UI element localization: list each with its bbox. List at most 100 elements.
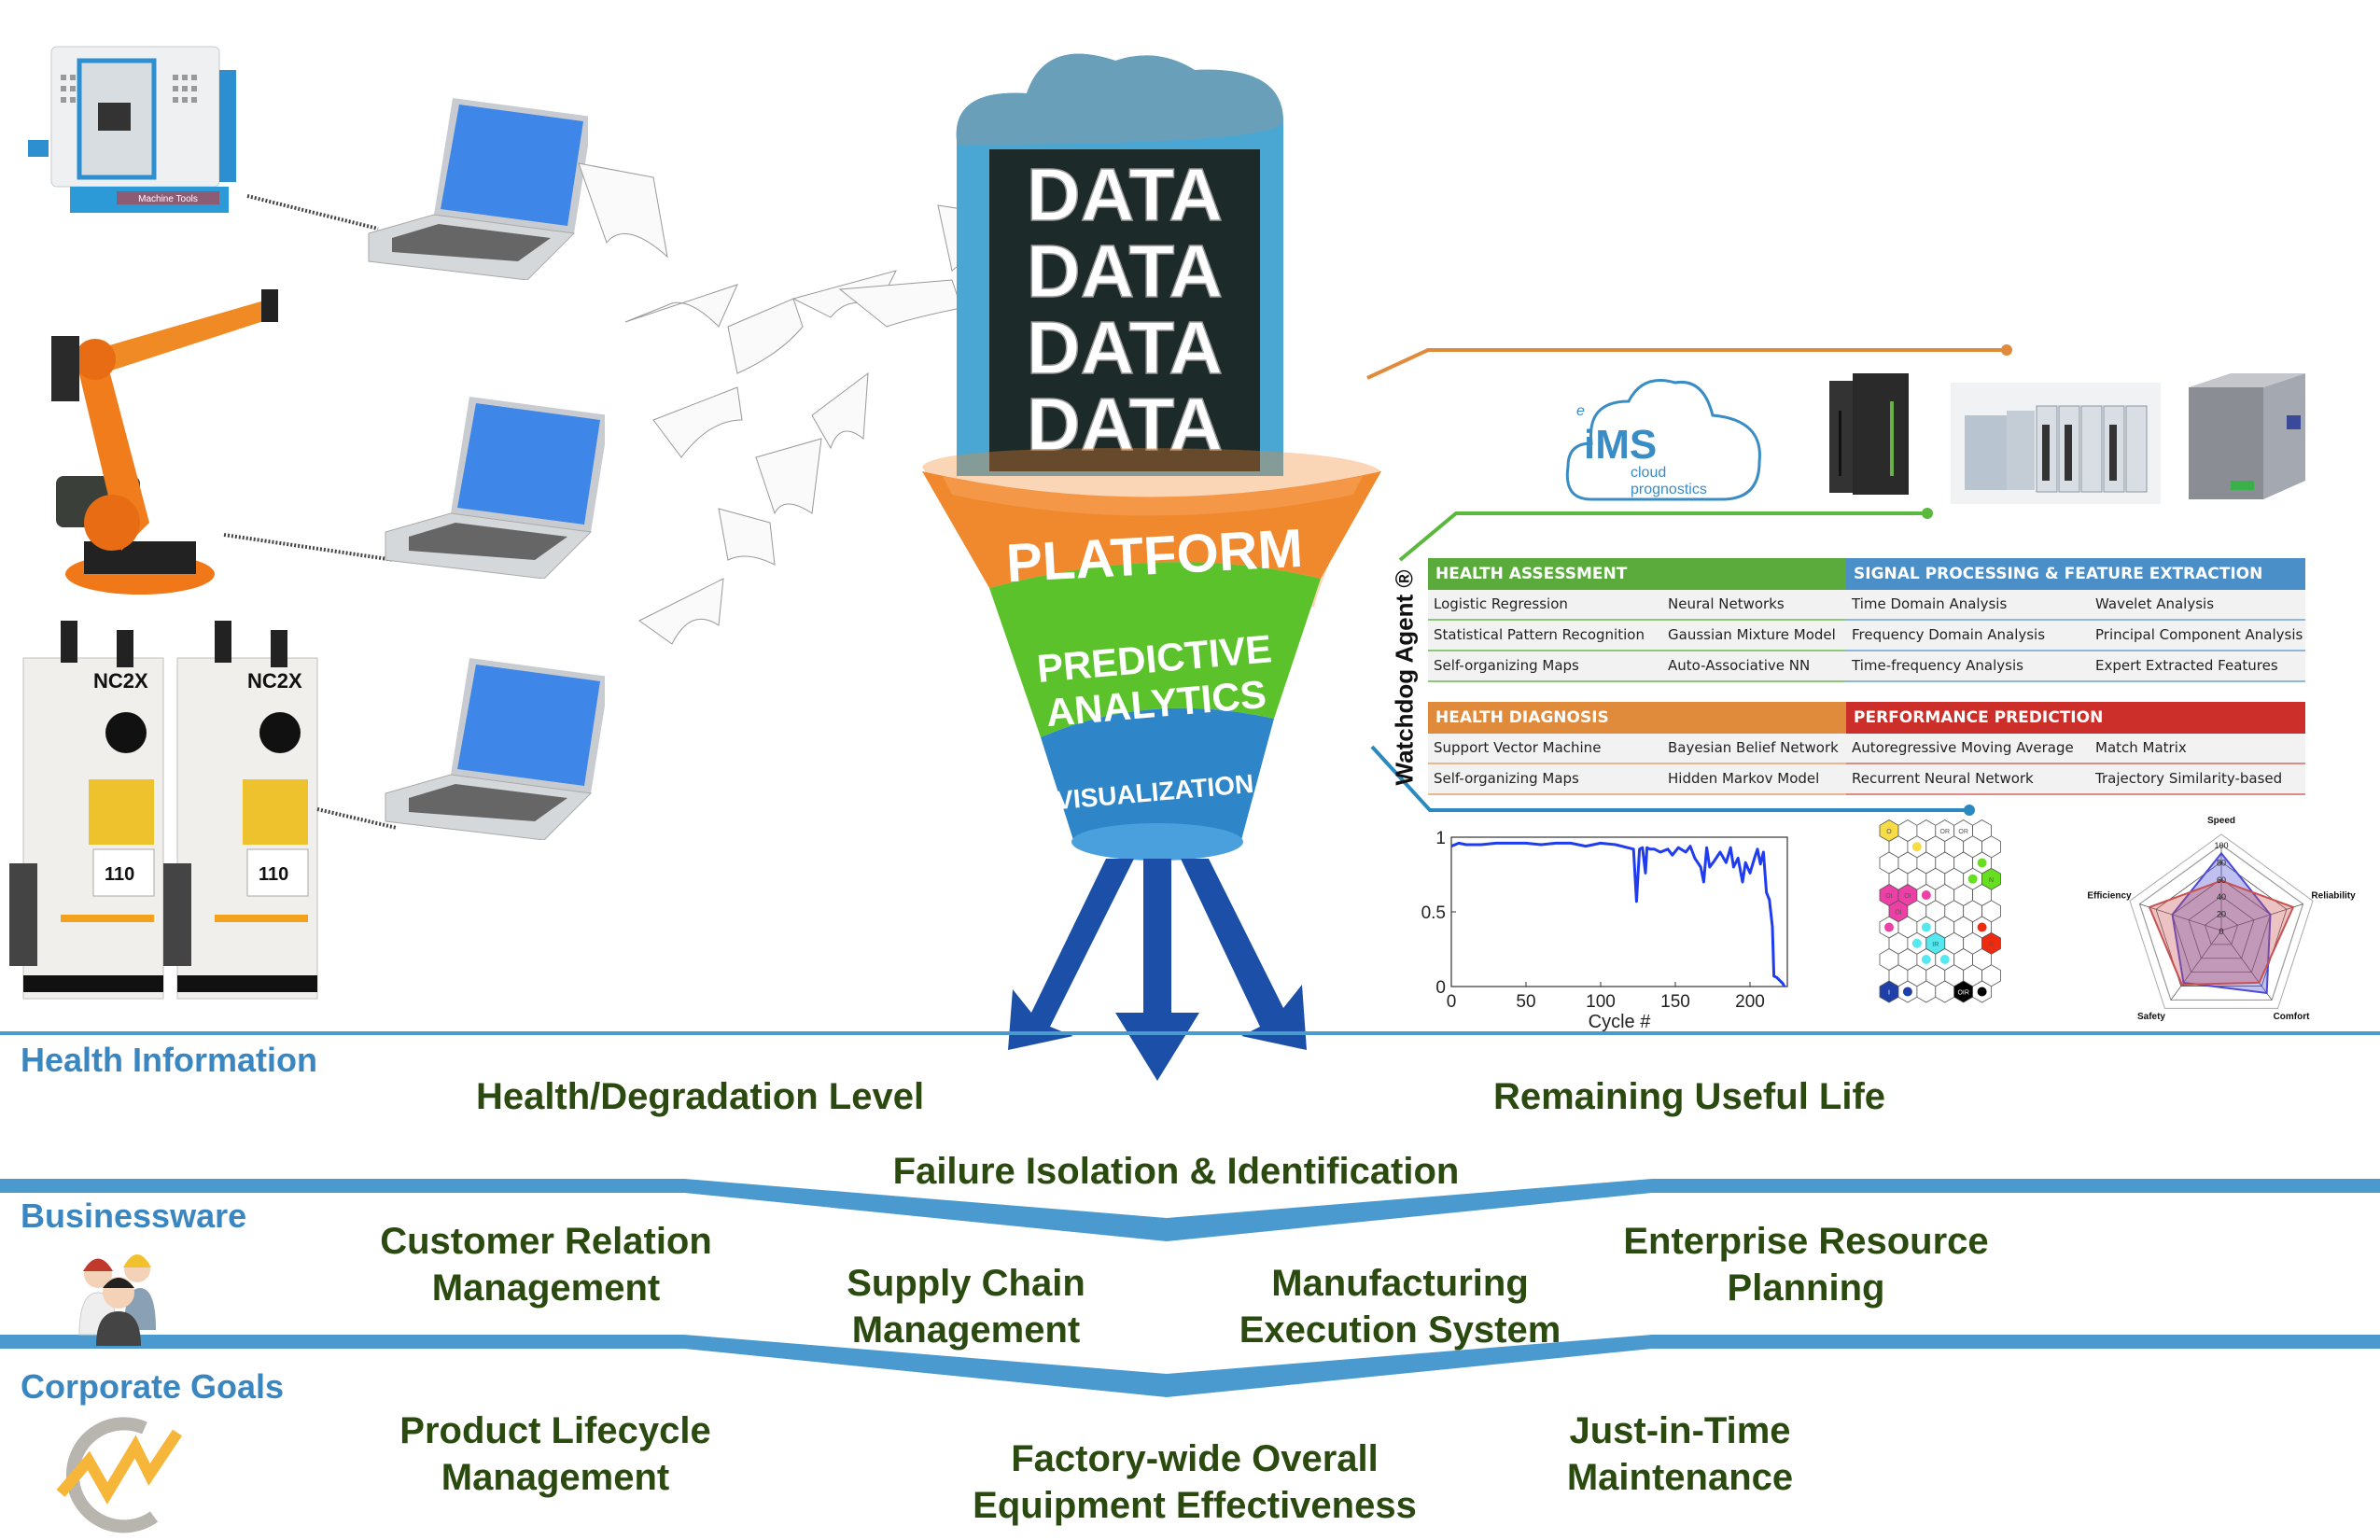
som-hit-marker — [1921, 890, 1931, 900]
paper-icon — [718, 508, 776, 566]
predictive-analytics-layer — [989, 562, 1321, 737]
arrow-down-icon — [1115, 859, 1199, 1081]
data-word: DATA — [1027, 153, 1223, 236]
radar-tick-label: 60 — [2217, 875, 2226, 885]
x-tick-label: 100 — [1586, 992, 1616, 1012]
business-people-icon — [78, 1254, 156, 1346]
x-tick-label: 50 — [1516, 992, 1535, 1012]
ims-cloud-logo: e iMS cloud prognostics — [1563, 369, 1773, 509]
flying-papers — [578, 162, 1004, 645]
som-hit-marker — [1902, 987, 1912, 997]
watchdog-title: Watchdog Agent ® — [1390, 569, 1419, 786]
som-cell-label: O — [1886, 829, 1892, 835]
health-series-line — [1450, 841, 1786, 987]
som-hit-marker — [1911, 842, 1922, 852]
panel-header: HEALTH ASSESSMENT — [1428, 558, 1867, 590]
x-tick-label: 150 — [1660, 992, 1690, 1012]
section-label-corporate: Corporate Goals — [21, 1367, 285, 1406]
item-mes: Manufacturing Execution System — [1239, 1263, 1561, 1351]
radar-grid — [2138, 844, 2304, 1001]
laptop-icon — [385, 658, 609, 841]
stamping-press: NC2X 110 NC2X 110 — [5, 621, 341, 1017]
radar-axis — [2220, 903, 2303, 931]
press-label-2: NC2X — [247, 669, 302, 693]
panel-header: HEALTH DIAGNOSIS — [1428, 702, 1867, 734]
som-cell-label: OR — [1940, 829, 1951, 835]
radar-tick-label: 80 — [2217, 858, 2226, 867]
som-hit-marker — [1921, 955, 1931, 964]
som-cell-label: OI — [1885, 893, 1892, 900]
divider-business — [0, 1179, 2380, 1241]
laptop-2[interactable] — [381, 392, 609, 583]
data-window — [989, 149, 1260, 471]
radar-grid — [2205, 913, 2238, 945]
cloud-logo-icon: e iMS cloud prognostics — [1565, 379, 1761, 501]
data-word: DATA — [1027, 230, 1223, 313]
cable-1 — [246, 194, 379, 231]
som-hit-marker — [1921, 922, 1931, 932]
radar-axis-label: Speed — [2207, 817, 2235, 826]
section-dividers — [0, 1031, 2380, 1397]
radar-tick-label: 0 — [2219, 927, 2223, 936]
cables — [223, 194, 398, 830]
cnc-machine: Machine Tools — [23, 37, 257, 224]
x-axis-label: Cycle # — [1589, 1012, 1652, 1031]
radar-tick-label: 100 — [2214, 841, 2228, 850]
panel-signal-processing: SIGNAL PROCESSING & FEATURE EXTRACTION T… — [1846, 558, 2305, 682]
data-word: DATA — [1027, 306, 1223, 389]
logo-prognostics: prognostics — [1631, 482, 1707, 497]
som-hit-marker — [1884, 922, 1894, 932]
som-cell-label: OIR — [1957, 990, 1968, 997]
paper-icon — [652, 386, 743, 458]
radar-axis — [2220, 930, 2273, 1001]
robot-arm-icon — [51, 289, 278, 595]
radar-grid — [2188, 895, 2255, 959]
paper-icon — [578, 162, 668, 259]
radar-axis-label: Reliability — [2311, 891, 2356, 902]
connector-lines — [1366, 344, 2012, 816]
item-supply-chain: Supply Chain Management — [847, 1263, 1085, 1351]
item-plm: Product Lifecycle Management — [399, 1410, 711, 1498]
item-erp: Enterprise Resource Planning — [1623, 1221, 1989, 1309]
radar-axis — [2139, 903, 2222, 931]
data-funnel: DATA DATA DATA DATA PLATFORM PREDICTIVE … — [922, 53, 1381, 1081]
visualization-layer — [1041, 707, 1274, 852]
data-word: DATA — [1027, 383, 1223, 466]
radar-axis-label: Efficiency — [2087, 891, 2132, 902]
som-hit-marker — [1977, 987, 1987, 997]
laptop-3[interactable] — [381, 653, 609, 845]
paper-icon — [811, 371, 869, 450]
industrial-pc-device — [2179, 373, 2310, 499]
item-failure-isolation: Failure Isolation & Identification — [892, 1151, 1460, 1192]
paper-icon — [755, 438, 822, 515]
laptop-1[interactable] — [364, 93, 593, 285]
som-hit-marker — [1911, 938, 1922, 948]
press-label-1: NC2X — [93, 669, 148, 693]
paper-icon — [727, 298, 804, 374]
panel-header: PERFORMANCE PREDICTION — [1846, 702, 2305, 734]
som-cell-label: I — [1888, 990, 1890, 997]
y-tick-label: 0.5 — [1421, 903, 1446, 923]
cnc-label: Machine Tools — [138, 194, 198, 204]
radar-axis-label: Safety — [2137, 1012, 2165, 1022]
press-number-2: 110 — [259, 864, 288, 885]
item-crm: Customer Relation Management — [380, 1221, 712, 1309]
som-cell-label: OI — [1895, 909, 1901, 916]
arrow-left-icon — [1008, 859, 1134, 1050]
laptop-icon — [385, 397, 609, 580]
divider-corporate — [0, 1335, 2380, 1397]
daq-chassis-device — [1951, 383, 2161, 504]
som-hit-marker — [1939, 955, 1950, 964]
som-hit-marker — [1977, 858, 1987, 868]
som-hit-marker — [1977, 922, 1987, 932]
logo-ims: iMS — [1584, 422, 1657, 468]
panel-header: SIGNAL PROCESSING & FEATURE EXTRACTION — [1846, 558, 2305, 590]
radar-series — [2171, 851, 2272, 995]
